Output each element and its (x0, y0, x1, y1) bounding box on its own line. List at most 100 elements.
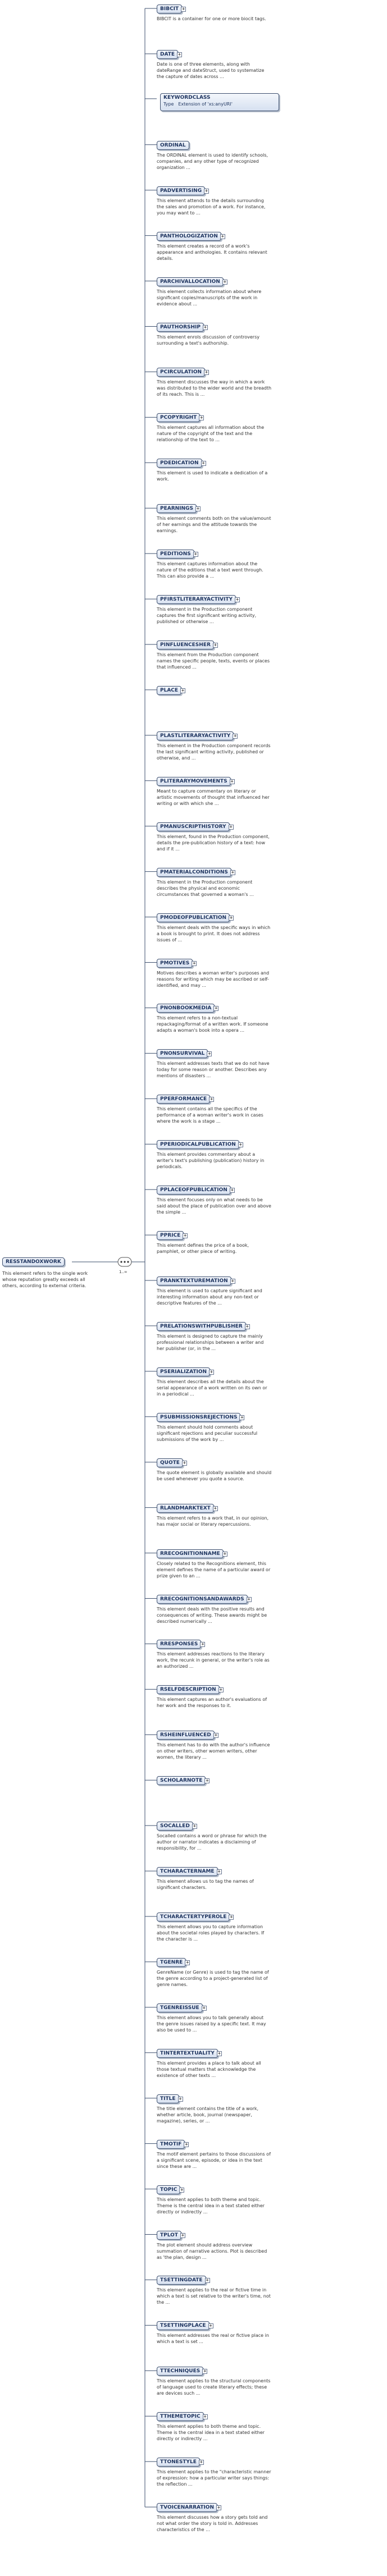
element-box-rrecognitionname[interactable]: RRECOGNITIONNAME+ (157, 1549, 227, 1558)
expand-plus-icon[interactable]: + (202, 2369, 208, 2374)
expand-plus-icon[interactable]: + (204, 370, 210, 376)
expand-plus-icon[interactable]: + (213, 1006, 219, 1012)
element-box-tcharactername[interactable]: TCHARACTERNAME+ (157, 1867, 222, 1877)
element-box-tvoicenarration[interactable]: TVOICENARRATION+ (157, 2503, 221, 2513)
expand-plus-icon[interactable]: + (177, 2096, 183, 2102)
expand-plus-icon[interactable]: + (185, 1960, 190, 1965)
element-box-pearnings[interactable]: PEARNINGS+ (157, 504, 201, 514)
element-box-tsettingplace[interactable]: TSETTINGPLACE+ (157, 2321, 213, 2331)
expand-plus-icon[interactable]: + (192, 1824, 197, 1829)
expand-plus-icon[interactable]: + (179, 2187, 185, 2193)
expand-plus-icon[interactable]: + (204, 2278, 210, 2284)
expand-plus-icon[interactable]: + (177, 52, 183, 57)
expand-plus-icon[interactable]: + (204, 1778, 210, 1784)
element-box-pnonsurvival[interactable]: PNONSURVIVAL+ (157, 1049, 212, 1059)
element-box-pmaterialconditions[interactable]: PMATERIALCONDITIONS+ (157, 867, 235, 877)
element-box-tcharactertyperole[interactable]: TCHARACTERTYPEROLE+ (157, 1912, 234, 1921)
element-box-bibcit[interactable]: BIBCIT+ (157, 4, 186, 13)
element-box-pserialization[interactable]: PSERIALIZATION+ (157, 1367, 215, 1376)
expand-plus-icon[interactable]: + (229, 779, 235, 784)
element-box-date[interactable]: DATE+ (157, 49, 183, 59)
element-box-tplot[interactable]: TPLOT+ (157, 2230, 185, 2240)
expand-plus-icon[interactable]: + (230, 870, 235, 875)
element-box-pmodeofpublication[interactable]: PMODEOFPUBLICATION+ (157, 913, 234, 922)
element-box-tgenreissue[interactable]: TGENREISSUE+ (157, 2003, 207, 2012)
element-box-tsettingdate[interactable]: TSETTINGDATE+ (157, 2276, 210, 2285)
element-box-pperiodicalpublication[interactable]: PPERIODICALPUBLICATION+ (157, 1140, 243, 1150)
element-box-tmotif[interactable]: TMOTIF+ (157, 2139, 189, 2149)
element-box-ttechniques[interactable]: TTECHNIQUES+ (157, 2367, 208, 2376)
expand-plus-icon[interactable]: + (193, 552, 198, 557)
expand-plus-icon[interactable]: + (209, 1097, 215, 1102)
expand-plus-icon[interactable]: + (222, 279, 227, 285)
expand-plus-icon[interactable]: + (204, 188, 210, 194)
expand-plus-icon[interactable]: + (207, 1051, 212, 1057)
element-box-rlandmarktext[interactable]: RLANDMARKTEXT+ (157, 1503, 218, 1513)
element-box-pnonbookmedia[interactable]: PNONBOOKMEDIA+ (157, 1004, 219, 1013)
expand-plus-icon[interactable]: + (233, 733, 238, 739)
expand-plus-icon[interactable]: + (192, 960, 197, 966)
expand-plus-icon[interactable]: + (209, 1369, 215, 1375)
expand-plus-icon[interactable]: + (184, 2142, 189, 2147)
element-box-rsheinfluenced[interactable]: RSHEINFLUENCED+ (157, 1731, 218, 1740)
expand-plus-icon[interactable]: + (238, 1142, 243, 1148)
element-box-ttonestyle[interactable]: TTONESTYLE+ (157, 2458, 204, 2467)
element-box-pranktexturemation[interactable]: PRANKTEXTUREMATION+ (157, 1276, 235, 1285)
root-element-box[interactable]: RESSTANDOXWORK (2, 1257, 65, 1266)
element-box-tthemetopic[interactable]: TTHEMETOPIC+ (157, 2412, 208, 2422)
expand-plus-icon[interactable]: + (180, 2232, 185, 2238)
element-box-socalled[interactable]: SOCALLED+ (157, 1822, 197, 1831)
element-box-rresponses[interactable]: RRESPONSES+ (157, 1640, 206, 1649)
expand-plus-icon[interactable]: + (222, 1551, 227, 1557)
element-box-prelationswithpublisher[interactable]: PRELATIONSWITHPUBLISHER+ (157, 1321, 250, 1331)
expand-plus-icon[interactable]: + (202, 2414, 208, 2420)
element-box-scholarnote[interactable]: SCHOLARNOTE+ (157, 1776, 210, 1786)
element-box-pcirculation[interactable]: PCIRCULATION+ (157, 368, 210, 377)
element-box-psubmissionsrejections[interactable]: PSUBMISSIONSREJECTIONS+ (157, 1412, 245, 1422)
element-box-pfirstliteraryactivity[interactable]: PFIRSTLITERARYACTIVITY+ (157, 595, 240, 605)
expand-plus-icon[interactable]: + (200, 1642, 206, 1648)
element-box-ordinal[interactable]: ORDINAL (157, 140, 189, 150)
element-box-peditions[interactable]: PEDITIONS+ (157, 550, 198, 559)
expand-plus-icon[interactable]: + (229, 915, 234, 921)
expand-plus-icon[interactable]: + (201, 2005, 207, 2011)
expand-plus-icon[interactable]: + (183, 1233, 188, 1239)
expand-plus-icon[interactable]: + (228, 824, 234, 830)
expand-plus-icon[interactable]: + (216, 2051, 222, 2056)
element-box-pcopyright[interactable]: PCOPYRIGHT+ (157, 413, 204, 423)
expand-plus-icon[interactable]: + (199, 415, 204, 421)
expand-plus-icon[interactable]: + (235, 597, 240, 603)
element-box-quote[interactable]: QUOTE+ (157, 1458, 187, 1467)
expand-plus-icon[interactable]: + (220, 234, 225, 239)
element-box-topic[interactable]: TOPIC+ (157, 2185, 185, 2194)
element-box-padvertising[interactable]: PADVERTISING+ (157, 186, 210, 195)
element-box-pplaceofpublication[interactable]: PPLACEOFPUBLICATION+ (157, 1186, 235, 1195)
element-box-pinfluencesher[interactable]: PINFLUENCESHER+ (157, 640, 218, 649)
expand-plus-icon[interactable]: + (229, 1188, 235, 1193)
element-box-pauthorship[interactable]: PAUTHORSHIP+ (157, 322, 208, 332)
expand-plus-icon[interactable]: + (181, 7, 186, 12)
element-box-rrecognitionsandawards[interactable]: RRECOGNITIONSANDAWARDS+ (157, 1594, 252, 1604)
expand-plus-icon[interactable]: + (212, 643, 218, 648)
expand-plus-icon[interactable]: + (201, 461, 206, 466)
expand-plus-icon[interactable]: + (212, 1506, 218, 1511)
expand-plus-icon[interactable]: + (246, 1596, 252, 1602)
expand-plus-icon[interactable]: + (229, 1915, 234, 1920)
expand-plus-icon[interactable]: + (208, 2323, 213, 2329)
expand-plus-icon[interactable]: + (181, 1460, 187, 1466)
element-box-pperformance[interactable]: PPERFORMANCE+ (157, 1095, 215, 1104)
expand-plus-icon[interactable]: + (218, 1687, 224, 1693)
expand-plus-icon[interactable]: + (213, 1733, 218, 1738)
element-box-rselfdescription[interactable]: RSELFDESCRIPTION+ (157, 1685, 224, 1695)
element-box-title[interactable]: TITLE+ (157, 2094, 183, 2103)
element-box-pliterarymovements[interactable]: PLITERARYMOVEMENTS+ (157, 776, 235, 786)
element-box-parchivallocation[interactable]: PARCHIVALLOCATION+ (157, 277, 227, 286)
expand-plus-icon[interactable]: + (202, 324, 208, 330)
element-box-plastliteraryactivity[interactable]: PLASTLITERARYACTIVITY+ (157, 731, 238, 740)
element-box-panthologization[interactable]: PANTHOLOGIZATION+ (157, 231, 225, 241)
expand-plus-icon[interactable]: + (216, 2505, 221, 2511)
expand-plus-icon[interactable]: + (180, 688, 186, 693)
expand-plus-icon[interactable]: + (195, 506, 201, 512)
expand-plus-icon[interactable]: + (244, 1324, 250, 1329)
